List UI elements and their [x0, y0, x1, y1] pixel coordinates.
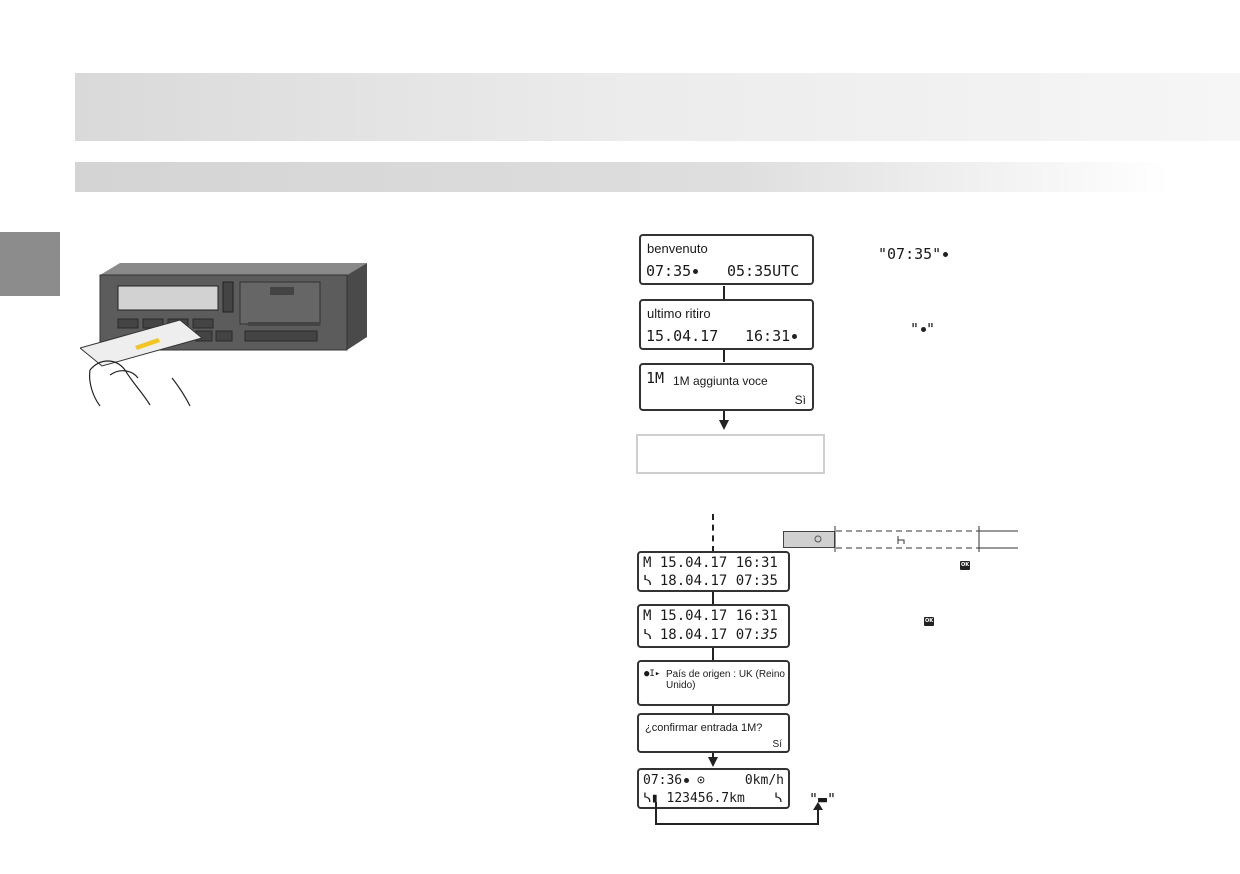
note-dot-icon — [943, 252, 949, 257]
display-period-edit: M 15.04.17 16:31 ᓴ 18.04.17 07:35 — [637, 604, 790, 648]
utc-time: 05:35UTC — [727, 262, 800, 280]
manual-entry-symbol: 1M — [646, 369, 665, 387]
period-end: ᓴ 18.04.17 07:35 — [643, 573, 778, 589]
rest-icon: ᓴ — [774, 791, 782, 806]
period-end-edit: ᓴ 18.04.17 07:35 — [643, 627, 778, 643]
tachograph-illustration — [80, 263, 367, 407]
flow-connector — [723, 411, 725, 421]
timeline-start-dashes — [712, 514, 714, 552]
country-flag-icon: ●I▸ — [644, 669, 661, 679]
manual-entry-text: 1M aggiunta voce — [673, 374, 768, 388]
odometer-link-arrow — [655, 802, 823, 825]
chapter-tab-marker — [0, 232, 60, 296]
standard-time: 07:36 ⊙ — [643, 773, 705, 788]
rest-icon: ᓴ — [643, 573, 660, 589]
display-standard: 07:36 ⊙ 0km/h ᓴ▮ 123456.7km ᓴ — [637, 768, 790, 809]
withdrawal-dot-icon — [792, 334, 798, 339]
manual-entry-answer: Sì — [794, 393, 806, 407]
local-time: 07:35 — [646, 262, 699, 280]
clock-icon — [814, 535, 822, 543]
clock-icon: ⊙ — [696, 773, 705, 788]
period-start: M 15.04.17 16:31 — [643, 555, 778, 571]
local-time-note: "07:35" — [878, 245, 949, 263]
display-country: ●I▸ País de origen : UK (Reino Unido) — [637, 660, 790, 706]
local-time-dot-icon — [693, 269, 699, 274]
confirm-answer: Sí — [772, 739, 782, 750]
arrow-down-icon — [708, 757, 718, 767]
flow-connector — [712, 753, 714, 758]
ok-key-icon: OK — [924, 617, 934, 626]
last-withdrawal-text: ultimo ritiro — [647, 306, 711, 321]
section-header-bar — [75, 162, 1170, 192]
display-manual-entry: 1M 1M aggiunta voce Sì — [639, 363, 814, 411]
dot-note: "" — [910, 320, 936, 338]
display-confirm: ¿confirmar entrada 1M? Sí — [637, 713, 790, 753]
display-welcome: benvenuto 07:35 05:35UTC — [639, 234, 814, 285]
bed-icon — [897, 536, 905, 544]
speed: 0km/h — [744, 773, 784, 788]
card-symbol-note: "▬" — [809, 790, 837, 808]
withdrawal-time: 16:31 — [745, 327, 798, 345]
flow-connector — [723, 286, 725, 299]
timeline-diagram — [814, 526, 1018, 552]
rest-icon: ᓴ — [643, 627, 660, 643]
note-dot-icon — [921, 327, 927, 332]
flow-connector — [712, 592, 714, 604]
card-icon: ᓴ▮ — [643, 791, 659, 806]
welcome-text: benvenuto — [647, 241, 708, 256]
display-last-withdrawal: ultimo ritiro 15.04.17 16:31 — [639, 299, 814, 350]
flow-connector — [712, 706, 714, 714]
withdrawal-date: 15.04.17 — [646, 327, 719, 345]
time-dot-icon — [684, 778, 690, 783]
country-text: País de origen : UK (Reino Unido) — [666, 669, 785, 691]
chapter-header-bar — [75, 73, 1240, 141]
arrow-down-icon — [719, 420, 729, 430]
confirm-question: ¿confirmar entrada 1M? — [645, 722, 763, 734]
odometer-row: ᓴ▮ 123456.7km — [643, 791, 745, 806]
display-period-begin: M 15.04.17 16:31 ᓴ 18.04.17 07:35 — [637, 551, 790, 592]
flow-connector — [723, 350, 725, 362]
period-start: M 15.04.17 16:31 — [643, 608, 778, 624]
flow-connector — [712, 648, 714, 660]
placeholder-display — [636, 434, 825, 474]
ok-key-icon: OK — [960, 561, 970, 570]
